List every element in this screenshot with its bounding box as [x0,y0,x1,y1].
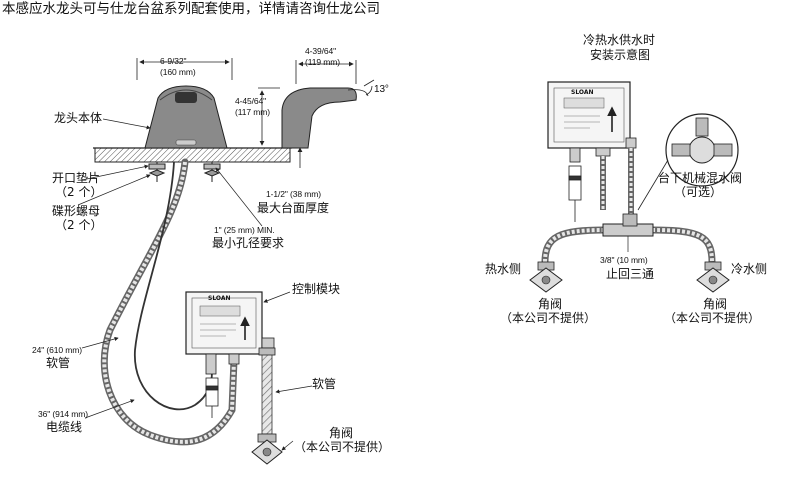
angle-valve-cold [696,261,730,293]
leader-lines-left [77,118,313,451]
gasket-label: 开口垫片 [52,171,101,185]
deck-thickness-dim: 1-1/2" (38 mm) [266,189,321,199]
page-header: 本感应水龙头可与仕龙台盆系列配套使用，详情请咨询仕龙公司 [2,1,380,17]
mounting-nuts [148,162,221,182]
countertop [93,147,292,163]
hole-diameter-label: 最小孔径要求 [212,236,285,250]
wing-nut-label: 碟形螺母 [52,204,101,218]
mixing-valve-note: （可选） [674,185,723,199]
angle-valve-cold-label: 角阀 [703,297,728,311]
hose-24in-dim: 24" (610 mm) [32,345,82,355]
control-module [185,291,275,375]
tee-dim: 3/8" (10 mm) [600,255,648,265]
deck-thickness-label: 最大台面厚度 [257,201,330,215]
cable-label: 电缆线 [46,420,83,434]
check-tee-assembly [541,213,716,263]
angle-valve-cold-note: （本公司不提供） [664,311,761,325]
tee-label: 止回三通 [606,267,655,281]
angle-valve-hot-label: 角阀 [538,297,563,311]
spout-angle: 13° [374,84,389,95]
cable-36in-dim: 36" (914 mm) [38,409,88,419]
supply-hose-label: 软管 [312,377,337,391]
mixing-valve-label: 台下机械混水阀 [658,171,743,185]
faucet-width-in: 6-9/32" [160,56,187,66]
cold-water-side: 冷水侧 [731,262,768,276]
faucet-body-label: 龙头本体 [54,111,103,125]
control-module-right [547,81,637,163]
spout-height-in: 4-45/64" [235,96,267,106]
supply-hose [258,347,276,435]
right-title-line2: 安装示意图 [590,48,651,62]
hose-24in-label: 软管 [46,356,71,370]
faucet-body [144,85,228,149]
hole-diameter-dim: 1" (25 mm) MIN. [214,225,275,235]
hot-water-side: 热水侧 [485,262,522,276]
control-module-label: 控制模块 [292,282,341,296]
gasket-qty: （2 个） [55,185,103,199]
mixing-valve-detail [637,113,739,211]
angle-valve-left-note: （本公司不提供） [294,440,391,454]
angle-valve-left-label: 角阀 [329,426,354,440]
electric-cable-36in [134,161,213,411]
faucet-side-profile [281,87,369,149]
angle-valve-hot-note: （本公司不提供） [500,311,597,325]
angle-valve-left [251,433,283,465]
spout-length-in: 4-39/64" [305,46,337,56]
faucet-width-mm: (160 mm) [160,67,196,77]
wing-nut-qty: （2 个） [55,218,103,232]
inline-filter-right [568,165,582,222]
spout-height-mm: (117 mm) [235,107,270,117]
angle-valve-hot [529,261,563,293]
faucet-width-dimension [136,58,233,80]
spout-length-mm: (119 mm) [305,57,340,67]
sloan-logo: SLOAN [208,295,231,302]
spout-dimensions [258,60,375,168]
sloan-logo-right: SLOAN [571,89,594,96]
inline-filter [205,377,219,418]
right-title-line1: 冷热水供水时 [583,33,656,47]
